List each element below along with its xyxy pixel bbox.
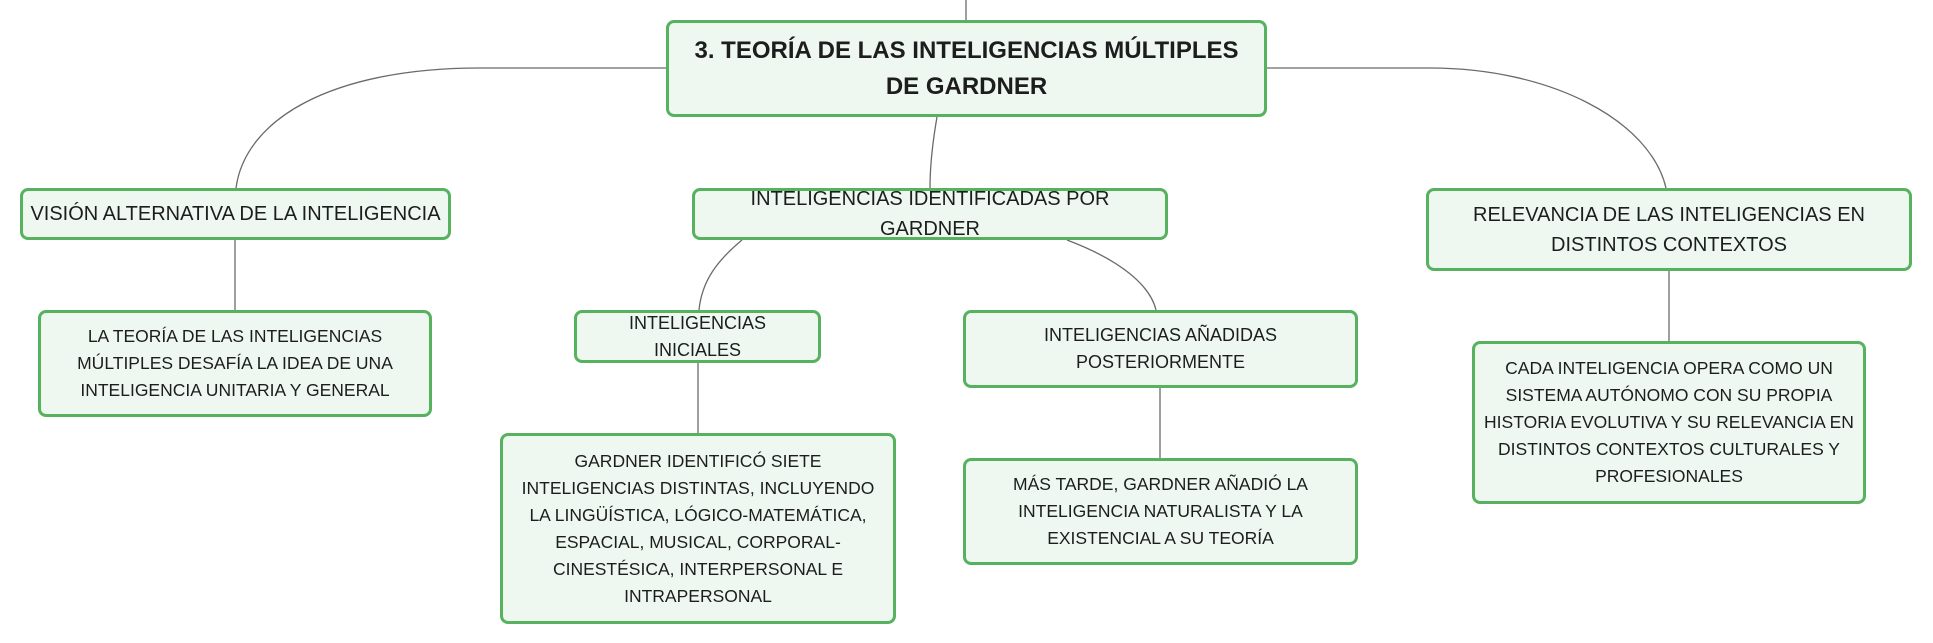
relevance-detail-text: CADA INTELIGENCIA OPERA COMO UN SISTEMA … [1484,358,1854,486]
subtopic-added-text: INTELIGENCIAS AÑADIDAS POSTERIORMENTE [1043,325,1278,372]
connector-root-to-vision [235,67,666,189]
subtopic-added-node[interactable]: INTELIGENCIAS AÑADIDAS POSTERIORMENTE [963,310,1358,388]
connector-root-to-identified [929,116,938,189]
vision-detail-text: LA TEORÍA DE LAS INTELIGENCIAS MÚLTIPLES… [77,326,393,400]
vision-detail-node[interactable]: LA TEORÍA DE LAS INTELIGENCIAS MÚLTIPLES… [38,310,432,417]
root-topic-text: 3. TEORÍA DE LAS INTELIGENCIAS MÚLTIPLES… [694,36,1239,100]
connector-identified-to-initial [698,239,743,311]
connector-root-to-relevance [1267,67,1667,189]
connector-identified-to-added [1066,239,1157,311]
added-detail-text: MÁS TARDE, GARDNER AÑADIÓ LA INTELIGENCI… [1013,474,1308,548]
topic-identified-text: INTELIGENCIAS IDENTIFICADAS POR GARDNER [750,188,1110,240]
subtopic-initial-text: INTELIGENCIAS INICIALES [628,312,767,360]
added-detail-node[interactable]: MÁS TARDE, GARDNER AÑADIÓ LA INTELIGENCI… [963,458,1358,565]
relevance-detail-node[interactable]: CADA INTELIGENCIA OPERA COMO UN SISTEMA … [1472,341,1866,504]
root-topic-node[interactable]: 3. TEORÍA DE LAS INTELIGENCIAS MÚLTIPLES… [666,20,1267,117]
topic-relevance-node[interactable]: RELEVANCIA DE LAS INTELIGENCIAS EN DISTI… [1426,188,1912,271]
topic-identified-node[interactable]: INTELIGENCIAS IDENTIFICADAS POR GARDNER [692,188,1168,240]
topic-vision-text: VISIÓN ALTERNATIVA DE LA INTELIGENCIA [30,203,441,225]
subtopic-initial-node[interactable]: INTELIGENCIAS INICIALES [574,310,821,363]
initial-detail-text: GARDNER IDENTIFICÓ SIETE INTELIGENCIAS D… [521,450,875,606]
topic-relevance-text: RELEVANCIA DE LAS INTELIGENCIAS EN DISTI… [1473,203,1865,256]
topic-vision-node[interactable]: VISIÓN ALTERNATIVA DE LA INTELIGENCIA [20,188,451,240]
initial-detail-node[interactable]: GARDNER IDENTIFICÓ SIETE INTELIGENCIAS D… [500,433,896,624]
